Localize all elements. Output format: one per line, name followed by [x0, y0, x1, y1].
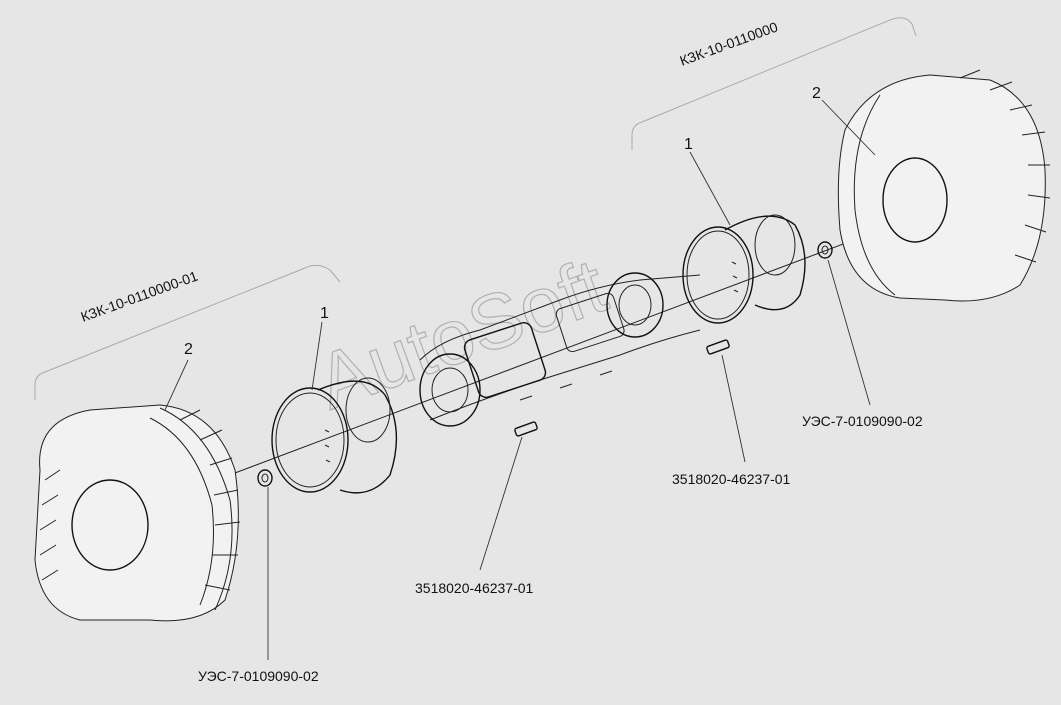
label-left-bolt: 3518020-46237-01: [415, 580, 534, 596]
leader-right-bolt: [721, 354, 746, 463]
label-left-tire-num: 2: [184, 341, 193, 358]
label-left-nut: УЭС-7-0109090-02: [198, 668, 319, 684]
leader-left-bolt: [479, 436, 523, 571]
leader-right-tire: [821, 99, 876, 156]
right-tire: [837, 69, 1051, 302]
left-tire: [34, 404, 241, 622]
label-right-tire-num: 2: [812, 85, 821, 102]
left-rim: [271, 377, 398, 494]
leader-left-tire: [164, 359, 189, 411]
left-assembly-brace: [34, 264, 341, 400]
leader-right-nut: [827, 259, 871, 406]
leader-right-rim: [689, 151, 731, 226]
left-bolt: [514, 421, 538, 437]
left-nut: [257, 469, 273, 487]
right-nut: [817, 241, 833, 259]
label-right-rim-num: 1: [684, 136, 693, 153]
label-assembly-right: КЗК-10-0110000: [678, 18, 780, 68]
label-left-rim-num: 1: [320, 305, 329, 322]
right-assembly-brace: [631, 17, 917, 150]
label-right-nut: УЭС-7-0109090-02: [802, 413, 923, 429]
label-right-bolt: 3518020-46237-01: [672, 471, 791, 487]
label-assembly-left: КЗК-10-0110000-01: [79, 268, 200, 325]
right-rim: [682, 214, 806, 324]
watermark: AutoSoft: [306, 241, 618, 426]
axle-housing: [419, 272, 701, 427]
right-bolt: [706, 339, 730, 355]
leader-left-rim: [311, 321, 323, 391]
